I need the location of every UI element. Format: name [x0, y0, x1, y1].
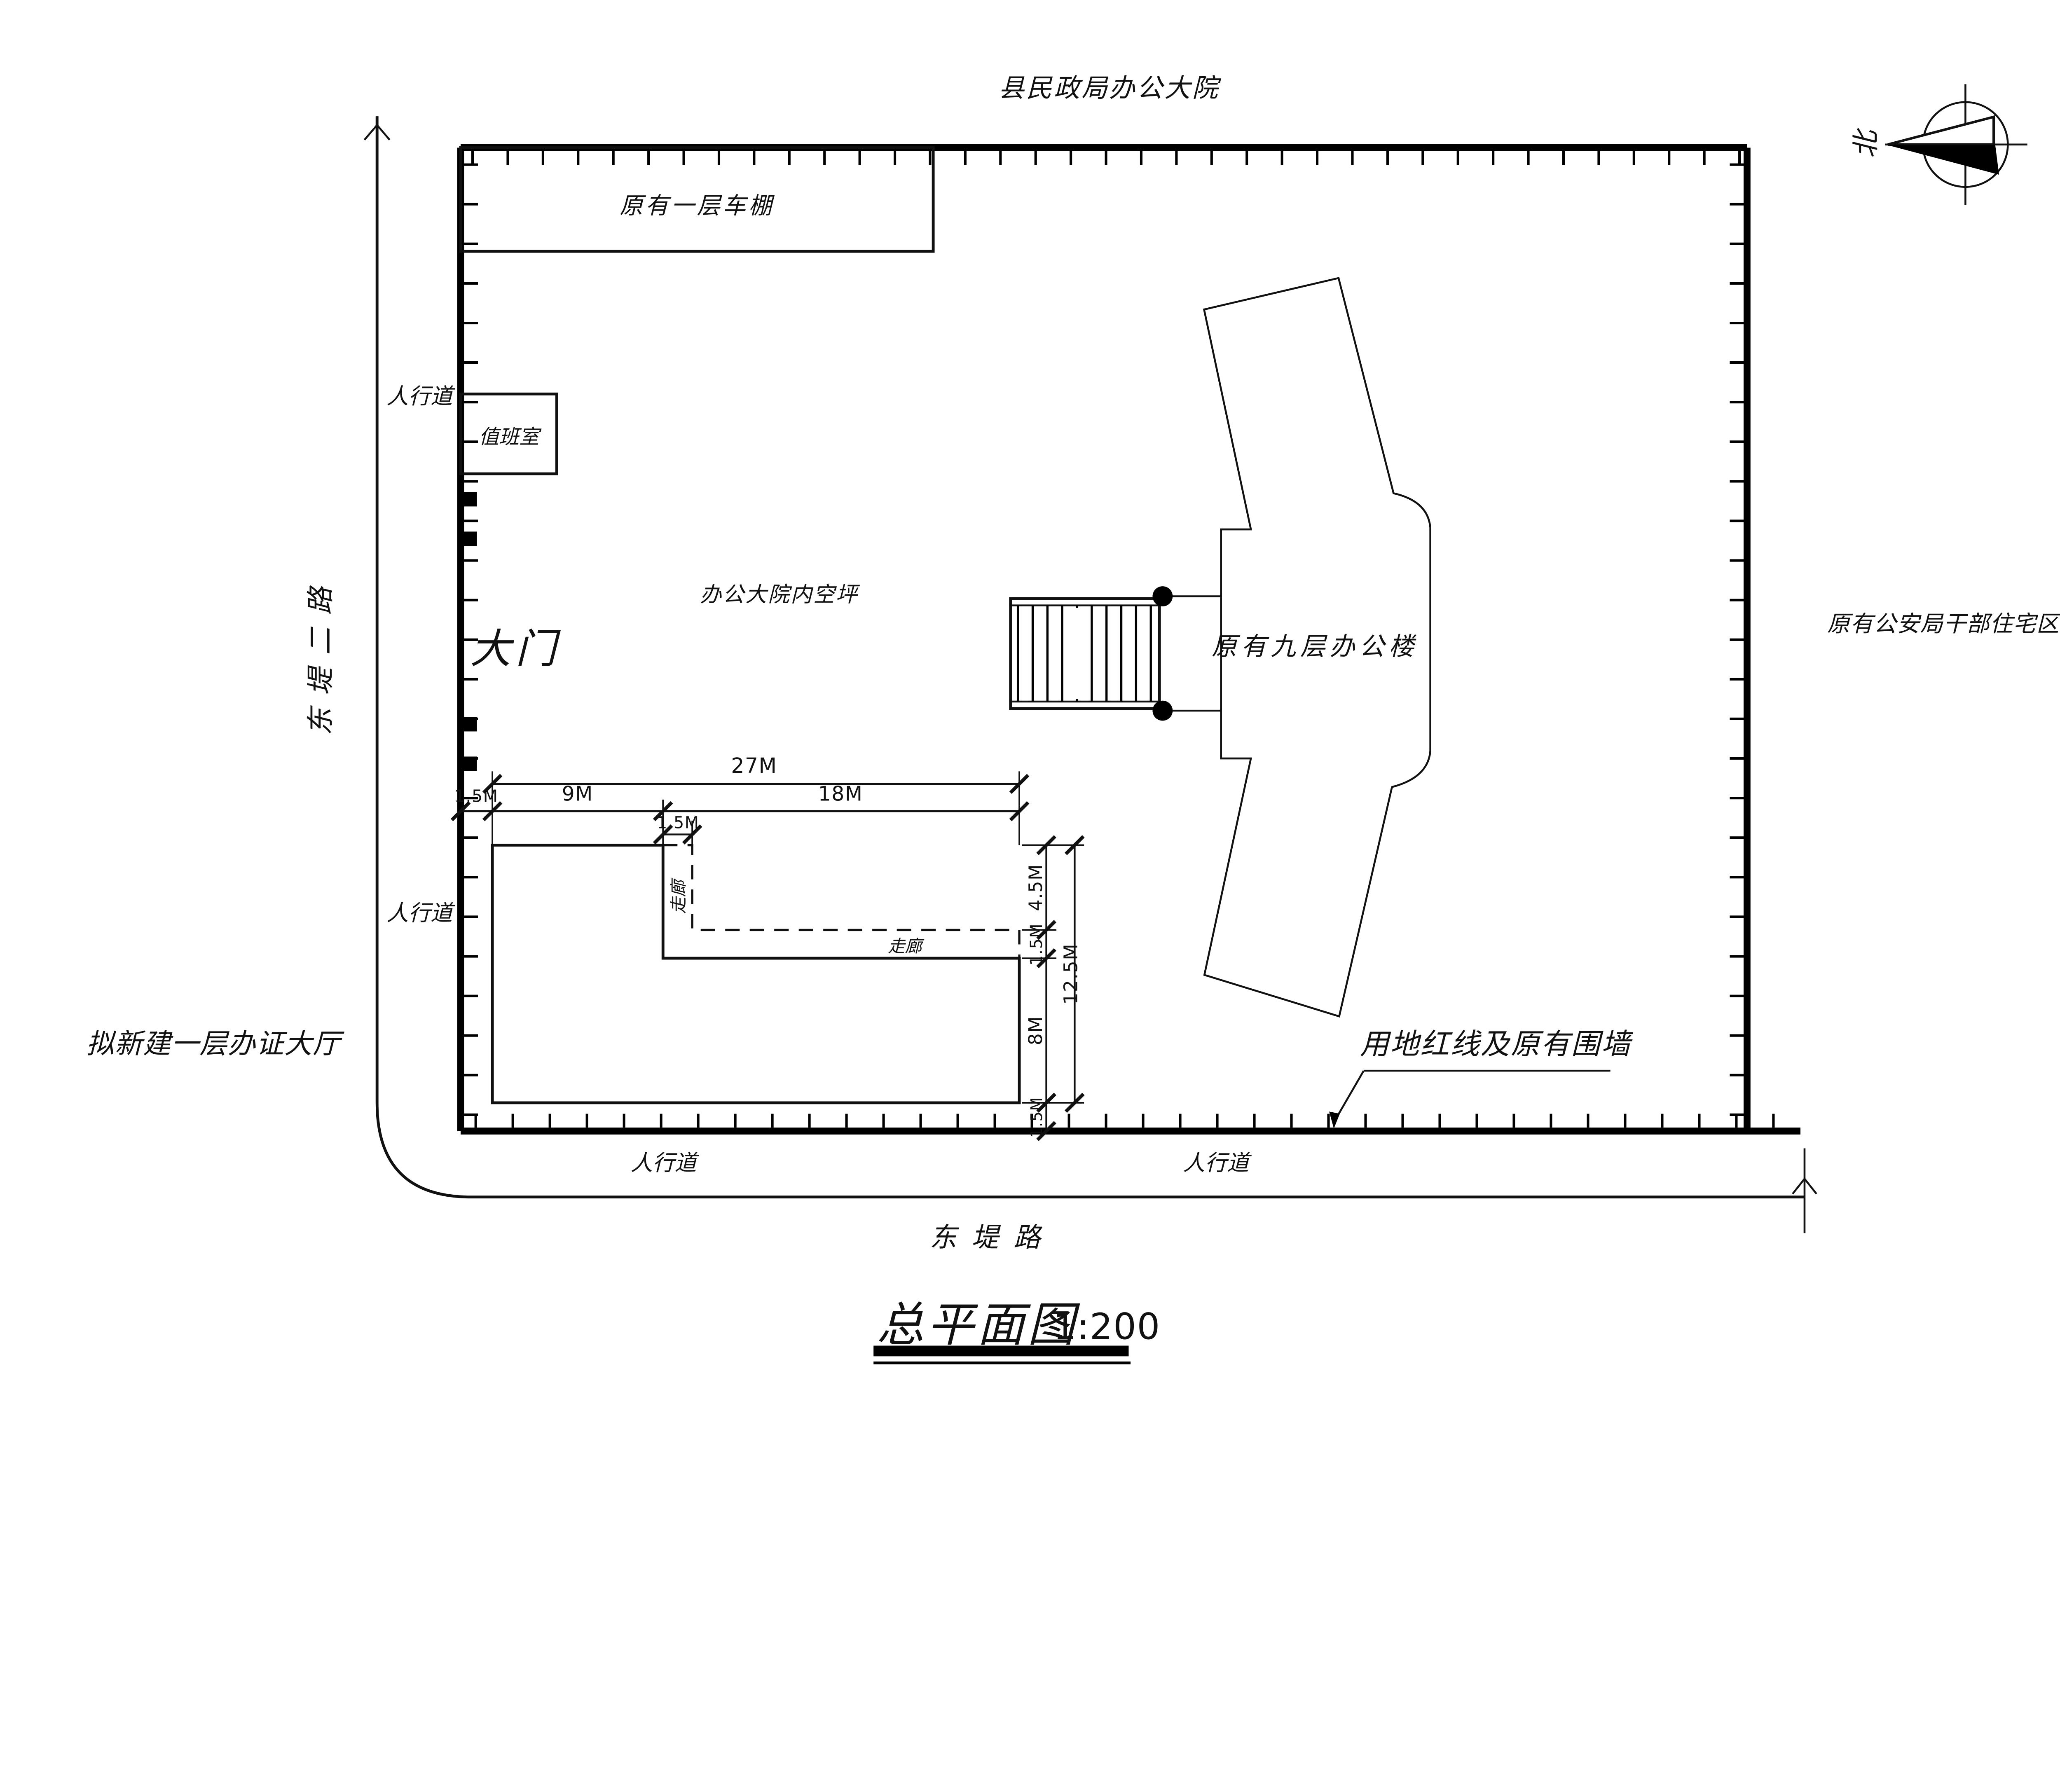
corridor-dashed-outline — [663, 844, 1021, 959]
sidewalk-bottom-right-label: 人行道 — [1183, 1150, 1252, 1176]
dim-chain-right: 4.5M 1.5M 8M 1.5M 12.5M — [1022, 835, 1085, 1141]
gate-post — [462, 531, 477, 546]
boundary-wall-top — [461, 144, 1747, 165]
drawing-title: 总平面图 — [877, 1297, 1080, 1352]
dim-top-seg-right: 18M — [818, 782, 863, 805]
dim-right-main: 8M — [1025, 1016, 1046, 1046]
carport-building: 原有一层车棚 — [459, 146, 935, 253]
office-tower-label: 原有九层办公楼 — [1212, 632, 1419, 661]
road-break-icon — [363, 124, 391, 140]
drawing-scale: 1:200 — [1053, 1305, 1160, 1348]
courtyard-label: 办公大院内空坪 — [700, 582, 860, 607]
site-plan-sheet: 原有一层车棚 值班室 大门 原有九层办公楼 走廊 走廊 — [86, 73, 2060, 1364]
column-dot — [1152, 586, 1173, 606]
dim-right-bottom-offset: 1.5M — [1028, 1097, 1046, 1138]
dim-right-corridor: 1.5M — [1027, 923, 1046, 966]
dim-corridor-width: 1.5M — [657, 813, 699, 832]
sidewalk-lower-left-label: 人行道 — [386, 900, 455, 926]
left-road-label: 东堤二路 — [304, 575, 337, 735]
top-neighbor-label: 县民政局办公大院 — [999, 73, 1222, 103]
north-label: 北 — [1850, 128, 1882, 158]
sidewalk-bottom-left-label: 人行道 — [631, 1150, 700, 1176]
main-gate: 大门 — [462, 492, 561, 771]
dim-right-overall: 12.5M — [1060, 943, 1082, 1005]
duty-room-label: 值班室 — [479, 425, 542, 449]
dim-right-top: 4.5M — [1025, 864, 1046, 911]
walkway — [1152, 586, 1221, 721]
bottom-road-label: 东 堤 路 — [929, 1222, 1044, 1253]
boundary-wall-left — [457, 147, 478, 1131]
right-neighbor-label: 原有公安局干部住宅区 — [1827, 611, 2060, 637]
gate-post — [462, 717, 477, 732]
dim-top-seg-left: 9M — [562, 782, 593, 805]
staircase — [1009, 597, 1161, 710]
dim-top-total: 27M — [731, 753, 777, 778]
sidewalk-upper-left-label: 人行道 — [386, 383, 455, 409]
north-arrow-icon: 北 — [1850, 84, 2027, 205]
duty-room: 值班室 — [459, 392, 558, 475]
gate-post — [462, 756, 477, 771]
site-plan-drawing: 原有一层车棚 值班室 大门 原有九层办公楼 走廊 走廊 — [86, 73, 2060, 1364]
dim-top-left-offset: 1.5M — [454, 786, 499, 806]
dim-chain-top: 27M 1.5M 9M 18M 1.5M — [450, 753, 1030, 845]
new-hall: 走廊 走廊 — [491, 844, 1021, 1104]
road-curb-lines — [363, 116, 1817, 1233]
leader-arrowhead-icon — [1329, 1111, 1340, 1129]
corridor-vertical-label: 走廊 — [669, 877, 688, 914]
road-break-icon — [1792, 1177, 1817, 1195]
corridor-horizontal-label: 走廊 — [888, 936, 924, 956]
office-tower: 原有九层办公楼 — [1203, 277, 1431, 1018]
gate-label: 大门 — [470, 625, 561, 673]
boundary-wall-right — [1730, 147, 1751, 1131]
column-dot — [1152, 700, 1173, 721]
boundary-note: 用地红线及原有围墙 — [1329, 1027, 1634, 1129]
boundary-note-label: 用地红线及原有围墙 — [1360, 1027, 1634, 1061]
stair-landing — [1067, 608, 1084, 699]
carport-label: 原有一层车棚 — [620, 193, 775, 220]
gate-post — [462, 492, 477, 507]
proposed-hall-label: 拟新建一层办证大厅 — [87, 1027, 345, 1060]
boundary-wall-bottom — [461, 1114, 1801, 1135]
title-block: 总平面图 1:200 — [873, 1297, 1160, 1364]
